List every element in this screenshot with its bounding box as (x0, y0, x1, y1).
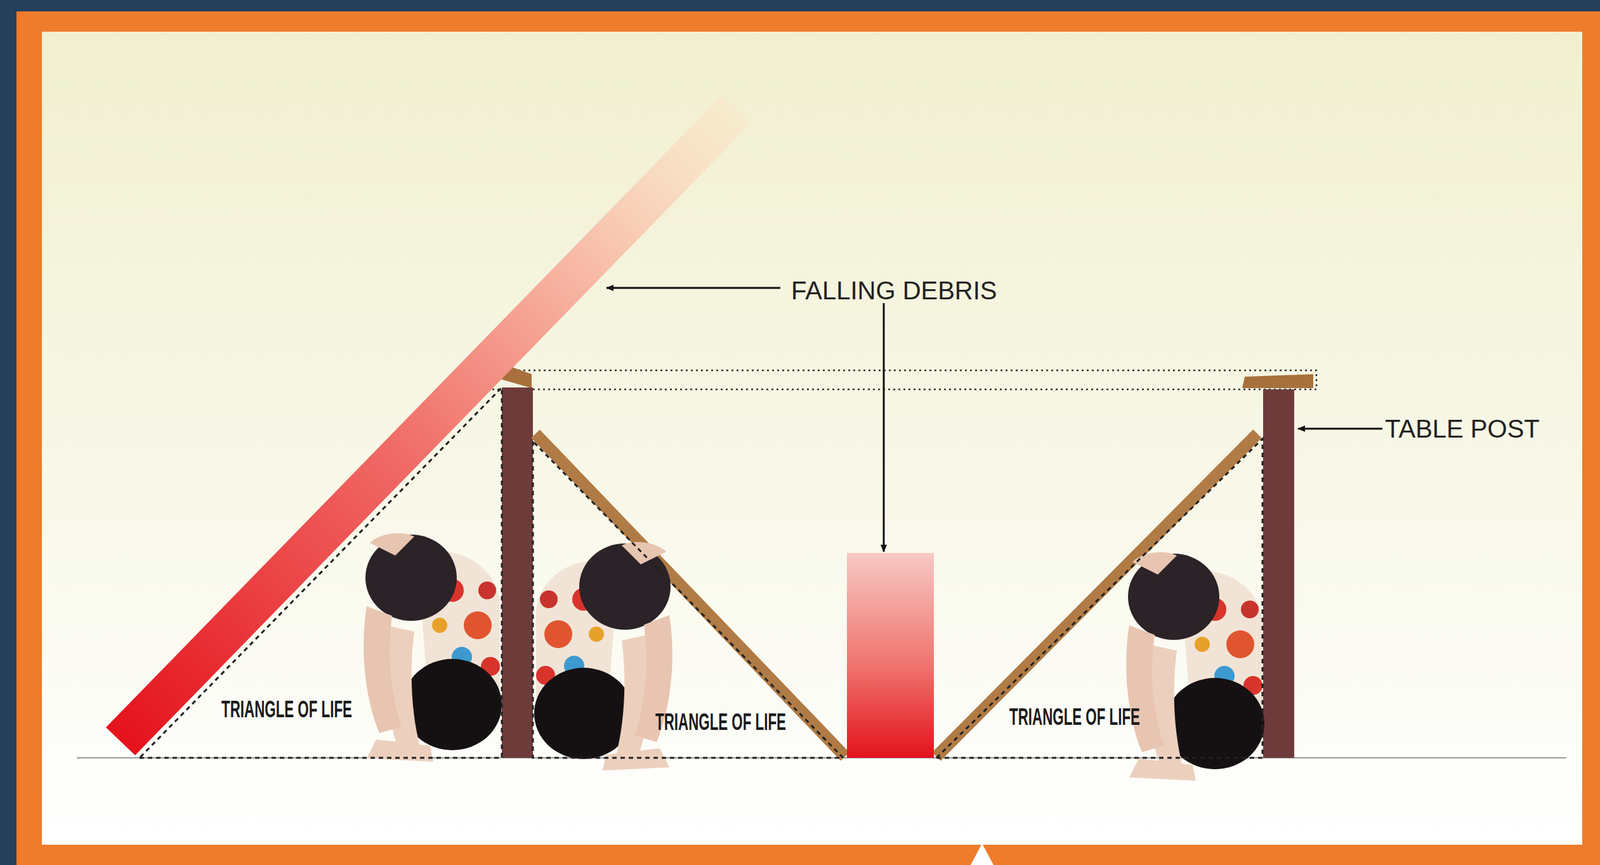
table-post (1263, 389, 1295, 759)
table-top (467, 370, 1317, 390)
frame (16, 11, 1600, 865)
leader-arrow (606, 287, 781, 290)
callout-label: TABLE POST (1384, 414, 1540, 444)
panel (41, 31, 1583, 846)
debris-block (846, 553, 934, 759)
leader-arrow (883, 303, 886, 552)
table-fragment (1242, 374, 1314, 389)
triangle-label: TRIANGLE OF LIFE (221, 696, 353, 724)
triangle-of-life: TRIANGLE OF LIFE (532, 441, 844, 759)
callout-label: FALLING DEBRIS (791, 276, 998, 306)
crouching-person (363, 533, 502, 762)
dashed-triangle (139, 387, 502, 759)
crouching-person (1126, 552, 1265, 781)
dashed-triangle (532, 441, 844, 759)
leader-arrow (1298, 428, 1383, 431)
table-post (501, 387, 533, 759)
dashed-triangle (936, 439, 1263, 759)
triangle-label: TRIANGLE OF LIFE (1009, 704, 1141, 731)
triangle-of-life: TRIANGLE OF LIFE (139, 387, 502, 759)
crouching-person (534, 542, 673, 771)
triangle-of-life: TRIANGLE OF LIFE (936, 439, 1263, 759)
frame-notch (970, 843, 994, 865)
triangle-label: TRIANGLE OF LIFE (655, 709, 787, 736)
